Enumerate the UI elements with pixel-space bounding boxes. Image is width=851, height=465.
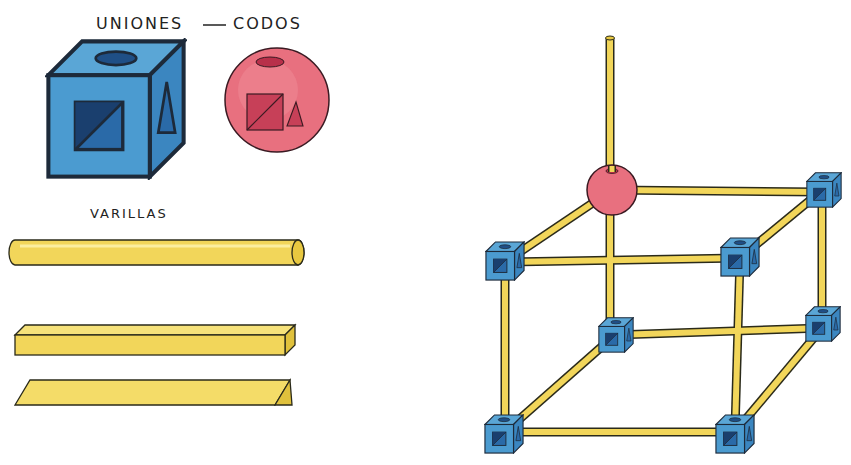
- elbow-sphere: [225, 48, 329, 152]
- parts-heading: CODOS: [233, 14, 302, 33]
- dash: [203, 24, 226, 26]
- triangular-rod: [15, 380, 292, 405]
- square-rod: [15, 325, 295, 355]
- round-rod: [9, 240, 304, 265]
- rods-heading: VARILLAS: [90, 206, 168, 221]
- parts-heading: UNIONES: [96, 14, 183, 33]
- union-cube: [48, 41, 183, 176]
- structure-rods: [505, 36, 822, 432]
- structure-joints: [485, 165, 841, 453]
